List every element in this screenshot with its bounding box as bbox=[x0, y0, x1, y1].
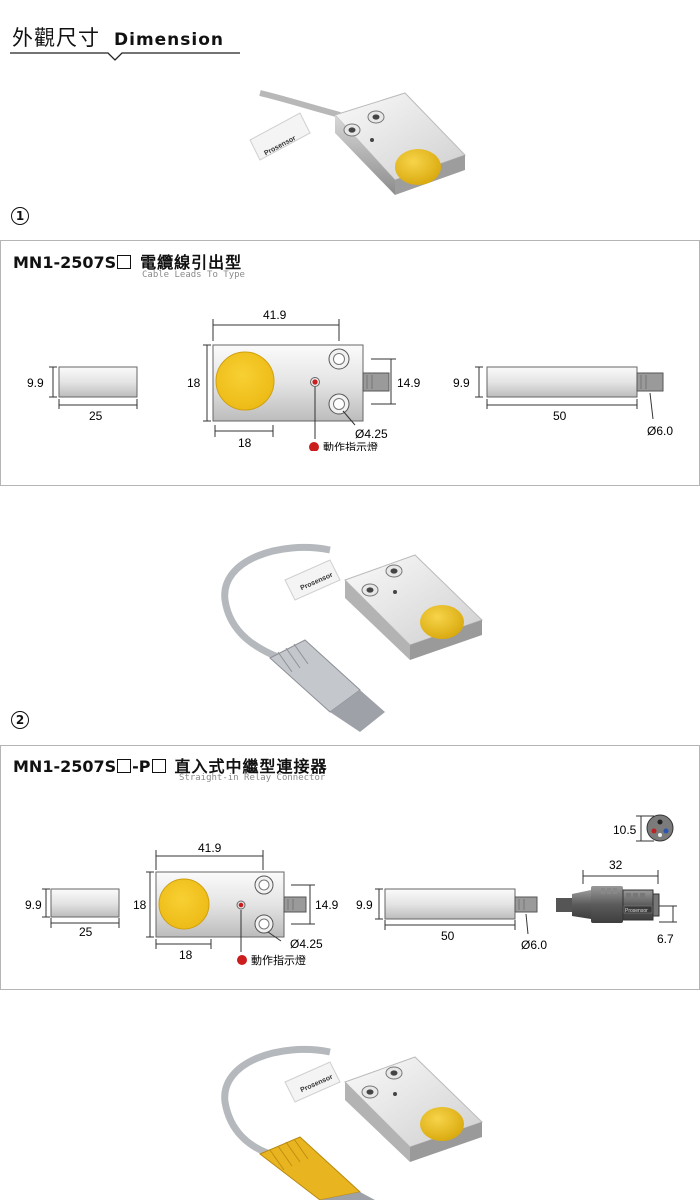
page-title: 外觀尺寸 Dimension bbox=[12, 22, 224, 52]
section-number-1: 1 bbox=[11, 207, 29, 225]
model-placeholder-box bbox=[117, 759, 132, 773]
section-panel-2: MN1-2507S -P 直入式中繼型連接器 Straight-in Relay C… bbox=[0, 745, 700, 990]
dimension-drawing-2: 9.9 25 41.9 18 14.9 18 Ø4.25 動作指示燈 9.9 5… bbox=[25, 814, 677, 967]
dim-top-width: 41.9 bbox=[198, 841, 222, 855]
dim-connector-length: 32 bbox=[609, 858, 623, 872]
dim-top-height: 18 bbox=[187, 376, 201, 390]
dim-side-width: 25 bbox=[89, 409, 103, 423]
model-name-zh: 電纜線引出型 bbox=[140, 253, 243, 272]
model-heading: MN1-2507S -P 直入式中繼型連接器 bbox=[13, 753, 328, 777]
title-en: Dimension bbox=[114, 30, 225, 50]
model-suffix: -P bbox=[132, 757, 151, 776]
dim-side-height: 9.9 bbox=[27, 376, 44, 390]
dim-side-width: 25 bbox=[79, 925, 93, 939]
model-placeholder-box-2 bbox=[151, 759, 166, 773]
dim-hole-diameter: Ø4.25 bbox=[355, 427, 388, 441]
dim-face-width: 18 bbox=[179, 948, 193, 962]
indicator-label: 動作指示燈 bbox=[323, 440, 378, 451]
dim-hole-span: 14.9 bbox=[397, 376, 421, 390]
dim-cable-diameter: Ø6.0 bbox=[521, 938, 547, 952]
title-zh: 外觀尺寸 bbox=[12, 26, 100, 50]
dim-hole-span: 14.9 bbox=[315, 898, 339, 912]
indicator-label: 動作指示燈 bbox=[251, 953, 306, 967]
dim-top-width: 41.9 bbox=[263, 308, 287, 322]
dim-body-length: 50 bbox=[553, 409, 567, 423]
model-name-en: Straight-in Relay Connector bbox=[179, 773, 326, 783]
dim-connector-diameter: 10.5 bbox=[613, 823, 637, 837]
product-photo-cable: Prosensor bbox=[249, 90, 466, 195]
model-heading: MN1-2507S 電纜線引出型 bbox=[13, 249, 242, 273]
indicator-led-icon bbox=[237, 955, 247, 965]
model-name-zh: 直入式中繼型連接器 bbox=[174, 757, 328, 776]
dim-body-height: 9.9 bbox=[453, 376, 470, 390]
model-placeholder-box bbox=[117, 255, 132, 269]
connector-label: Prosensor bbox=[625, 908, 648, 914]
dim-side-height: 9.9 bbox=[25, 898, 42, 912]
model-code: MN1-2507S bbox=[13, 757, 117, 776]
section-panel-1: MN1-2507S 電纜線引出型 Cable Leads To Type 9.9 … bbox=[0, 240, 700, 486]
dim-cable-diameter: Ø6.0 bbox=[647, 424, 673, 438]
dim-body-length: 50 bbox=[441, 929, 455, 943]
model-name-en: Cable Leads To Type bbox=[142, 270, 245, 280]
connector-face-icon bbox=[646, 814, 674, 842]
title-underline bbox=[10, 52, 240, 61]
dim-connector-height: 6.7 bbox=[657, 932, 674, 946]
dim-top-height: 18 bbox=[133, 898, 147, 912]
product-photo-connector: Prosensor bbox=[221, 543, 483, 732]
model-code: MN1-2507S bbox=[13, 253, 117, 272]
section-number-2: 2 bbox=[11, 711, 29, 729]
dim-body-height: 9.9 bbox=[356, 898, 373, 912]
product-photo-m12-connector: Prosensor bbox=[221, 1045, 483, 1200]
dim-face-width: 18 bbox=[238, 436, 252, 450]
dimension-drawing-1: 9.9 25 41.9 18 14.9 18 Ø4.25 動作指示燈 9.9 5… bbox=[27, 308, 673, 451]
dim-hole-diameter: Ø4.25 bbox=[290, 937, 323, 951]
indicator-led-icon bbox=[309, 442, 319, 451]
